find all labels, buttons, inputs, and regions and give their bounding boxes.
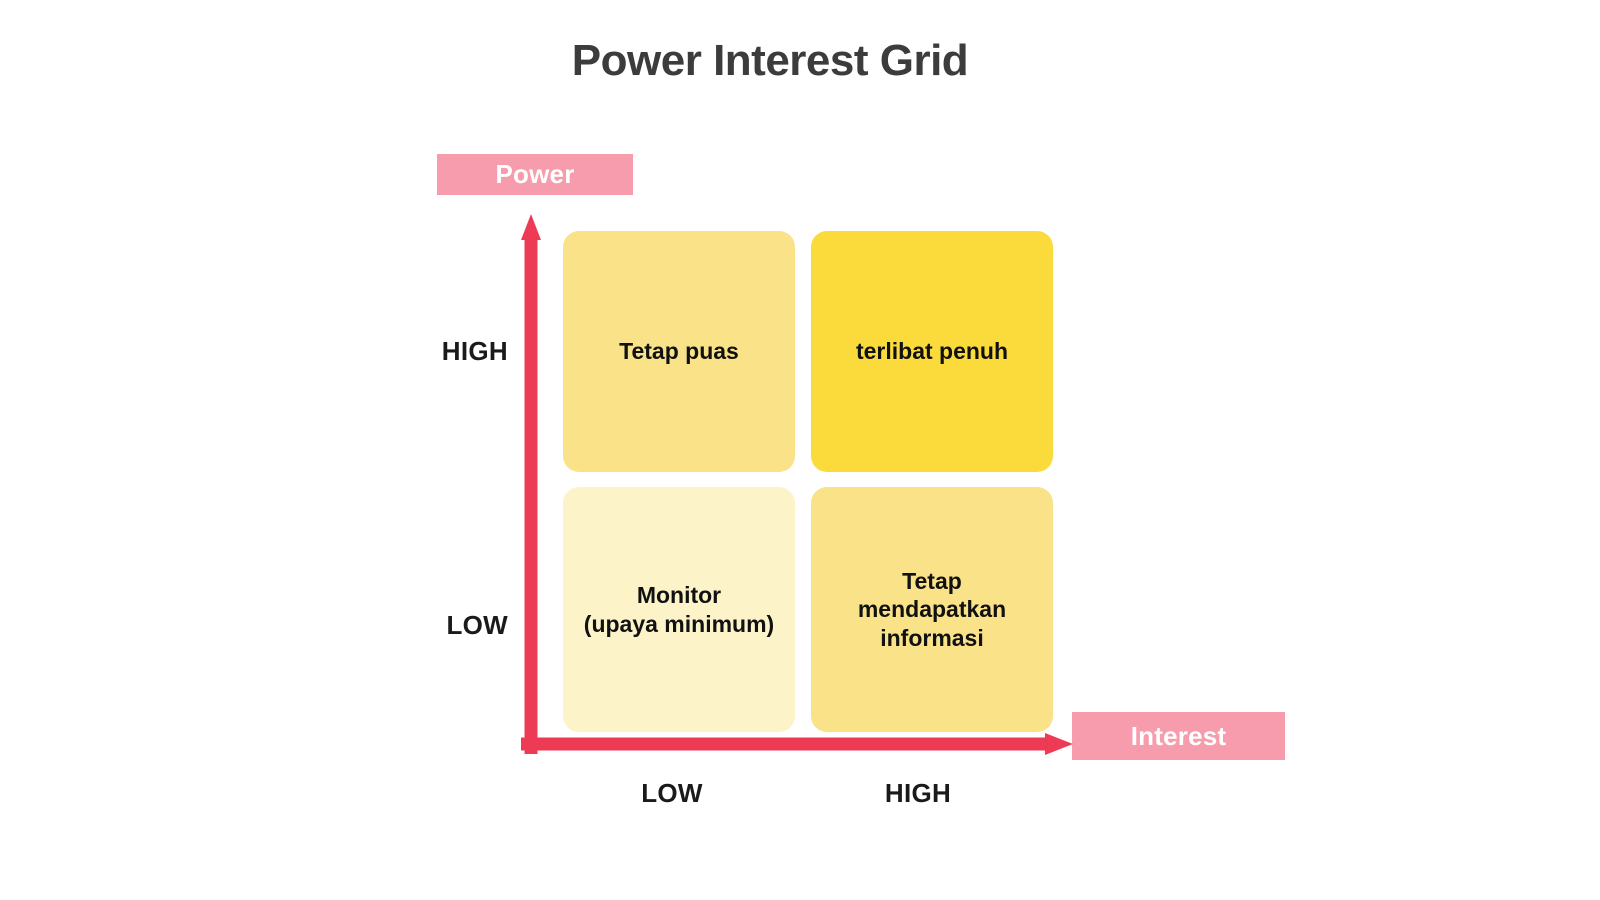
quadrant-high-power-low-interest[interactable]: Tetap puas	[563, 231, 795, 472]
quadrant-label: Monitor (upaya minimum)	[583, 582, 775, 637]
quadrant-label: Tetap puas	[619, 338, 739, 365]
page-title: Power Interest Grid	[571, 36, 969, 85]
power-tick-low: LOW	[446, 610, 508, 640]
power-axis-label-chip: Power	[437, 154, 633, 195]
quadrant-low-power-high-interest[interactable]: Tetap mendapatkan informasi	[811, 487, 1053, 732]
quadrant-label: terlibat penuh	[855, 338, 1009, 365]
power-axis-arrow	[521, 214, 541, 754]
interest-tick-high: HIGH	[884, 778, 952, 808]
power-axis-arrow-icon	[521, 214, 541, 754]
interest-axis-arrow	[521, 733, 1073, 755]
interest-axis-label-chip: Interest	[1072, 712, 1285, 760]
quadrant-label: Tetap mendapatkan informasi	[857, 568, 1007, 651]
quadrant-high-power-high-interest[interactable]: terlibat penuh	[811, 231, 1053, 472]
interest-axis-label-text: Interest	[1130, 720, 1227, 751]
interest-axis-arrow-icon	[521, 733, 1073, 755]
power-axis-label-text: Power	[495, 159, 575, 189]
power-tick-high: HIGH	[441, 336, 508, 366]
quadrant-low-power-low-interest[interactable]: Monitor (upaya minimum)	[563, 487, 795, 732]
interest-tick-low: LOW	[641, 778, 703, 808]
